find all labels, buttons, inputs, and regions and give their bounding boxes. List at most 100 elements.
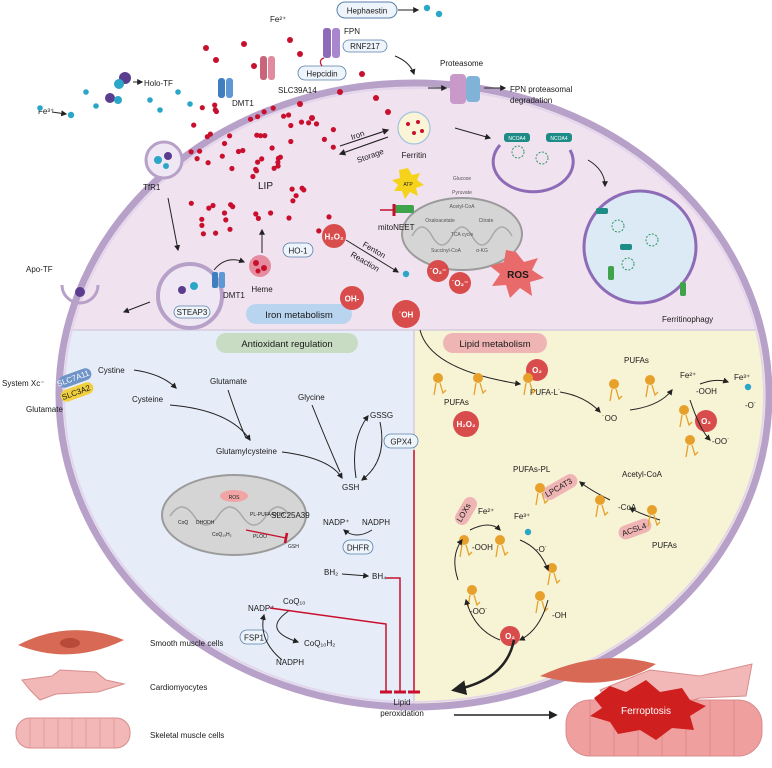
iron-dot bbox=[203, 45, 209, 51]
lipid-head-icon bbox=[595, 495, 605, 505]
iron-dot bbox=[223, 217, 229, 223]
steap3-pill bbox=[173, 305, 211, 319]
fpn-label: FPN bbox=[344, 27, 360, 36]
slc7a11-pill bbox=[58, 368, 92, 388]
o2-lipid-label-2: O₂ bbox=[701, 417, 711, 426]
lipid-tail-icon bbox=[645, 384, 659, 398]
iron-dot bbox=[255, 114, 261, 120]
oo-lipid-label-1: ˙OO bbox=[602, 414, 617, 423]
smooth-muscle-label: Smooth muscle cells bbox=[150, 639, 223, 648]
lipid-tail-icon bbox=[459, 544, 473, 558]
lip-label: LIP bbox=[258, 181, 273, 192]
ros-iron-label: ROS bbox=[507, 270, 529, 281]
hepcidin-label: Hepcidin bbox=[306, 70, 337, 79]
dmt1-endosome-transporter-icon bbox=[212, 272, 225, 288]
apo-tf-pit-icon bbox=[60, 284, 100, 305]
hephaestin-pill bbox=[336, 1, 398, 19]
lipid-head-icon bbox=[467, 585, 477, 595]
mito-pathway-label: Citrate bbox=[479, 218, 494, 224]
ploo-label: PLOO bbox=[253, 534, 267, 540]
iron-dot bbox=[316, 228, 322, 234]
ferritin-icon bbox=[397, 111, 431, 145]
o2-cycle-label: O₂ bbox=[505, 632, 515, 641]
iron-dot bbox=[221, 210, 228, 216]
iron-dot bbox=[337, 89, 343, 95]
iron-metabolism-label: Iron metabolism bbox=[265, 310, 333, 321]
fe3-dot bbox=[187, 101, 193, 107]
h2o2-iron-ball bbox=[322, 224, 346, 248]
ferritin-label: Ferritin bbox=[402, 151, 427, 160]
slc25a39-label: SLC25A39 bbox=[271, 511, 310, 520]
smooth-muscle-cell-icon bbox=[18, 630, 124, 655]
apo-tf-label: Apo-TF bbox=[26, 265, 53, 274]
coq10h2-label: CoQ₁₀H₂ bbox=[304, 639, 335, 648]
iron-dot bbox=[298, 119, 305, 125]
iron-dot bbox=[199, 105, 205, 111]
ncoa4-label-2: NCOA4 bbox=[550, 136, 567, 142]
lipid-head-icon bbox=[523, 373, 533, 383]
iron-dot bbox=[247, 116, 254, 122]
proteasome-label: Proteasome bbox=[440, 59, 484, 68]
rnf217-pill bbox=[342, 39, 388, 53]
coq-label: CoQ bbox=[178, 520, 188, 526]
mito-pathway-label: Succinyl-CoA bbox=[431, 248, 462, 254]
lipid-head-icon bbox=[685, 435, 695, 445]
iron-dot bbox=[261, 109, 267, 115]
iron-dot bbox=[268, 210, 274, 216]
lipid-tail-icon bbox=[495, 544, 509, 558]
holo-tf-label: Holo-TF bbox=[144, 79, 173, 88]
iron-dot bbox=[262, 133, 268, 139]
lysosome-icon bbox=[582, 189, 698, 305]
iron-dot bbox=[227, 226, 233, 232]
iron-dot bbox=[270, 105, 276, 111]
iron-dot bbox=[241, 41, 247, 47]
iron-dot bbox=[205, 160, 211, 166]
dhfr-pill bbox=[342, 539, 374, 555]
iron-dot bbox=[199, 222, 205, 228]
oo-lipid-label-2: -OO˙ bbox=[712, 437, 730, 446]
iron-dot bbox=[286, 112, 292, 118]
iron-dot bbox=[309, 115, 315, 121]
lipid-head-icon bbox=[459, 535, 469, 545]
dmt1-endosome-label: DMT1 bbox=[223, 291, 245, 300]
slc3a2-pill bbox=[60, 382, 94, 402]
mitochondrion-icon bbox=[401, 197, 523, 271]
iron-dot bbox=[288, 138, 294, 145]
ho1-label: HO-1 bbox=[288, 247, 308, 256]
mitoneet-label: mitoNEET bbox=[378, 223, 415, 232]
iron-dot bbox=[330, 144, 336, 150]
iron-dot bbox=[194, 156, 200, 162]
iron-dot bbox=[199, 216, 205, 222]
lipid-head-icon bbox=[547, 563, 557, 573]
iron-dot bbox=[306, 120, 312, 126]
h2o2-lipid-label: H₂O₂ bbox=[456, 420, 476, 429]
iron-metabolism-pill bbox=[246, 304, 352, 324]
heme-label: Heme bbox=[251, 285, 273, 294]
lipid-tail-icon bbox=[679, 414, 693, 428]
iron-dot bbox=[259, 156, 265, 162]
slc39a14-label: SLC39A14 bbox=[278, 86, 317, 95]
lipid-peroxidation-label-1: Lipid bbox=[394, 698, 411, 707]
iron-dot bbox=[228, 202, 234, 208]
ncoa4-label-1: NCOA4 bbox=[508, 136, 525, 142]
slc39a14-transporter-icon bbox=[260, 56, 275, 80]
acetyl-coa-label: Acetyl-CoA bbox=[622, 470, 663, 479]
iron-dot bbox=[229, 165, 235, 172]
lipid-tail-icon bbox=[473, 382, 487, 396]
proteasome-icon bbox=[450, 74, 480, 104]
iron-dot bbox=[219, 153, 225, 159]
dhodh-label: DHODH bbox=[196, 520, 215, 526]
iron-dot bbox=[330, 127, 336, 133]
fsp1-label: FSP1 bbox=[244, 634, 265, 643]
iron-dot bbox=[188, 149, 194, 155]
oh-cycle-label: -OH bbox=[552, 611, 567, 620]
lipid-head-icon bbox=[433, 373, 443, 383]
ooh-cycle-label: -OOH bbox=[472, 543, 493, 552]
cardiomyocyte-icon bbox=[21, 669, 126, 701]
oh-minus-ball bbox=[340, 286, 364, 310]
iron-dot bbox=[191, 122, 197, 128]
fe3-dot bbox=[147, 97, 153, 103]
oh-minus-label: OH- bbox=[345, 295, 360, 304]
iron-dot bbox=[293, 193, 299, 199]
